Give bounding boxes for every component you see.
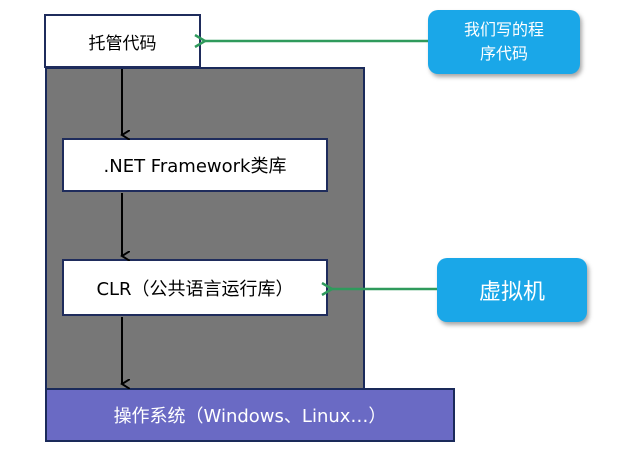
our-code-callout-line1: 我们写的程 bbox=[463, 20, 544, 39]
framework-library-label: .NET Framework类库 bbox=[103, 156, 287, 177]
our-code-callout: 我们写的程 序代码 bbox=[428, 10, 580, 74]
clr-label: CLR（公共语言运行库） bbox=[96, 278, 294, 300]
clr-box: CLR（公共语言运行库） bbox=[62, 259, 328, 316]
framework-library-box: .NET Framework类库 bbox=[62, 138, 328, 192]
managed-code-label: 托管代码 bbox=[88, 33, 157, 54]
virtual-machine-label: 虚拟机 bbox=[478, 280, 545, 305]
operating-system-label: 操作系统（Windows、Linux…） bbox=[113, 406, 387, 427]
virtual-machine-callout: 虚拟机 bbox=[437, 258, 587, 322]
runtime-container bbox=[45, 67, 365, 392]
operating-system-box: 操作系统（Windows、Linux…） bbox=[45, 388, 455, 442]
managed-code-box: 托管代码 bbox=[44, 14, 201, 68]
our-code-callout-line2: 序代码 bbox=[479, 44, 528, 63]
